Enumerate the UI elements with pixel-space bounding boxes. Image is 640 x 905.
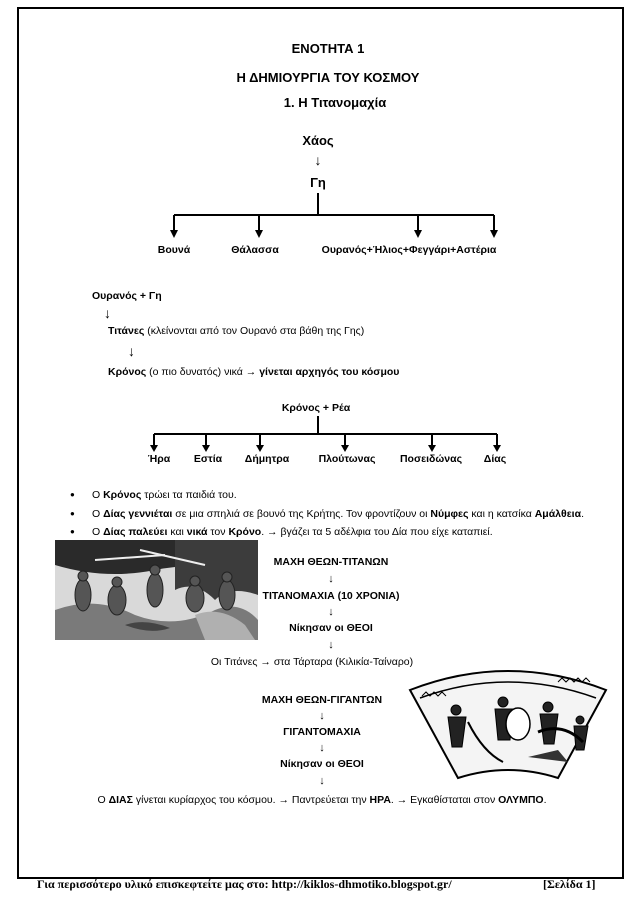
list-item: Ο Δίας παλεύει και νικά τον Κρόνο. → βγά… <box>70 523 584 542</box>
text: Δίας γεννιέται <box>103 507 173 520</box>
list-item: Ο Κρόνος τρώει τα παιδιά του. <box>70 486 584 505</box>
text: Ο <box>92 507 104 520</box>
titanomachy-line4: Οι Τιτάνες → στα Τάρταρα (Κιλικία-Ταίναρ… <box>210 656 414 668</box>
text: και η κατσίκα <box>468 507 535 520</box>
text: ΟΛΥΜΠΟ <box>498 794 544 806</box>
text: . → Εγκαθίσταται στον <box>390 794 499 806</box>
gigantomachy-line1: ΜΑΧΗ ΘΕΩΝ-ΓΙΓΑΝΤΩΝ <box>261 694 383 706</box>
text: Ο <box>97 794 109 806</box>
titanomachy-line2: ΤΙΤΑΝΟΜΑΧΙΑ (10 ΧΡΟΝΙΑ) <box>262 590 400 602</box>
titanomachy-line3: Νίκησαν οι ΘΕΟΙ <box>289 622 373 634</box>
text: ΔΙΑΣ <box>108 794 133 806</box>
text: Κρόνο <box>228 526 262 538</box>
text: Ο <box>92 526 104 538</box>
titanomachy-line1: ΜΑΧΗ ΘΕΩΝ-ΤΙΤΑΝΩΝ <box>273 556 389 568</box>
page-subtitle: 1. Η Τιτανομαχία <box>283 95 387 110</box>
gigantomachy-line3: Νίκησαν οι ΘΕΟΙ <box>280 758 364 770</box>
titans-desc: (κλείνονται από τον Ουρανό στα βάθη της … <box>144 325 365 337</box>
text: Κρόνος <box>103 489 142 501</box>
tree2-child: Ποσειδώνας <box>399 453 463 465</box>
lineage-top: Ουρανός + Γη <box>92 290 162 302</box>
text: γίνεται κυρίαρχος του κόσμου. → Παντρεύε… <box>132 794 370 806</box>
kronos-result: γίνεται αρχηγός του κόσμου <box>259 366 400 378</box>
tree1-leaf: Θάλασσα <box>231 244 279 256</box>
tree2-child: Δίας <box>483 453 507 465</box>
text: . <box>543 794 547 806</box>
down-arrow-icon: ↓ <box>128 343 135 359</box>
text: και <box>167 526 187 538</box>
tree1-leaf: Ουρανός+Ήλιος+Φεγγάρι+Αστέρια <box>321 244 497 256</box>
down-arrow-icon: ↓ <box>328 573 334 585</box>
down-arrow-icon: ↓ <box>319 742 325 754</box>
text: Δίας παλεύει <box>103 526 168 538</box>
tree2-child: Εστία <box>193 453 223 465</box>
page-border <box>17 7 624 879</box>
titans-line: Τιτάνες (κλείνονται από τον Ουρανό στα β… <box>108 325 364 337</box>
titans-label: Τιτάνες <box>108 325 145 337</box>
down-arrow-icon: ↓ <box>319 775 325 787</box>
tree1-root: Χάος <box>302 133 334 148</box>
list-item: Ο Δίας γεννιέται σε μια σπηλιά σε βουνό … <box>70 505 584 524</box>
text: τρώει τα παιδιά του. <box>141 489 237 501</box>
text: σε μια σπηλιά σε βουνό της Κρήτης. Τον φ… <box>172 507 431 520</box>
kronos-line: Κρόνος (ο πιο δυνατός) νικά → γίνεται αρ… <box>108 366 399 378</box>
gigantomachy-line2: ΓΙΓΑΝΤΟΜΑΧΙΑ <box>283 726 361 738</box>
unit-heading: ΕΝΟΤΗΤΑ 1 <box>291 41 365 56</box>
tree2-parents: Κρόνος + Ρέα <box>281 402 351 414</box>
text: νικά <box>186 526 208 538</box>
tree2-child: Ήρα <box>147 453 171 465</box>
text: Νύμφες <box>430 507 469 520</box>
down-arrow-icon: ↓ <box>328 639 334 651</box>
titanomachy-illustration <box>55 540 258 640</box>
tree1-child: Γη <box>310 175 326 190</box>
down-arrow-icon: ↓ <box>328 606 334 618</box>
text: . <box>581 507 584 520</box>
kronos-label: Κρόνος <box>108 366 147 378</box>
down-arrow-icon: ↓ <box>314 152 322 168</box>
text: . → βγάζει τα 5 αδέλφια του Δία που είχε… <box>261 526 493 538</box>
page-title: Η ΔΗΜΙΟΥΡΓΙΑ ΤΟΥ ΚΟΣΜΟΥ <box>236 70 420 85</box>
gigantomachy-final: Ο ΔΙΑΣ γίνεται κυρίαρχος του κόσμου. → Π… <box>97 794 546 806</box>
tree2-child: Δήμητρα <box>244 453 290 465</box>
kronos-desc: (ο πιο δυνατός) νικά → <box>146 366 260 378</box>
text: ΗΡΑ <box>369 794 391 806</box>
text: Αμάλθεια <box>534 507 582 520</box>
tree2-child: Πλούτωνας <box>318 453 376 465</box>
footer-text: Για περισσότερο υλικό επισκεφτείτε μας σ… <box>37 877 452 891</box>
bullet-list: Ο Κρόνος τρώει τα παιδιά του. Ο Δίας γεν… <box>70 486 584 542</box>
gigantomachy-illustration <box>408 670 608 780</box>
text: τον <box>207 526 229 538</box>
text: Ο <box>92 489 104 501</box>
down-arrow-icon: ↓ <box>319 710 325 722</box>
page-number: [Σελίδα 1] <box>543 877 596 891</box>
down-arrow-icon: ↓ <box>104 305 111 321</box>
tree1-leaf: Βουνά <box>157 244 191 256</box>
